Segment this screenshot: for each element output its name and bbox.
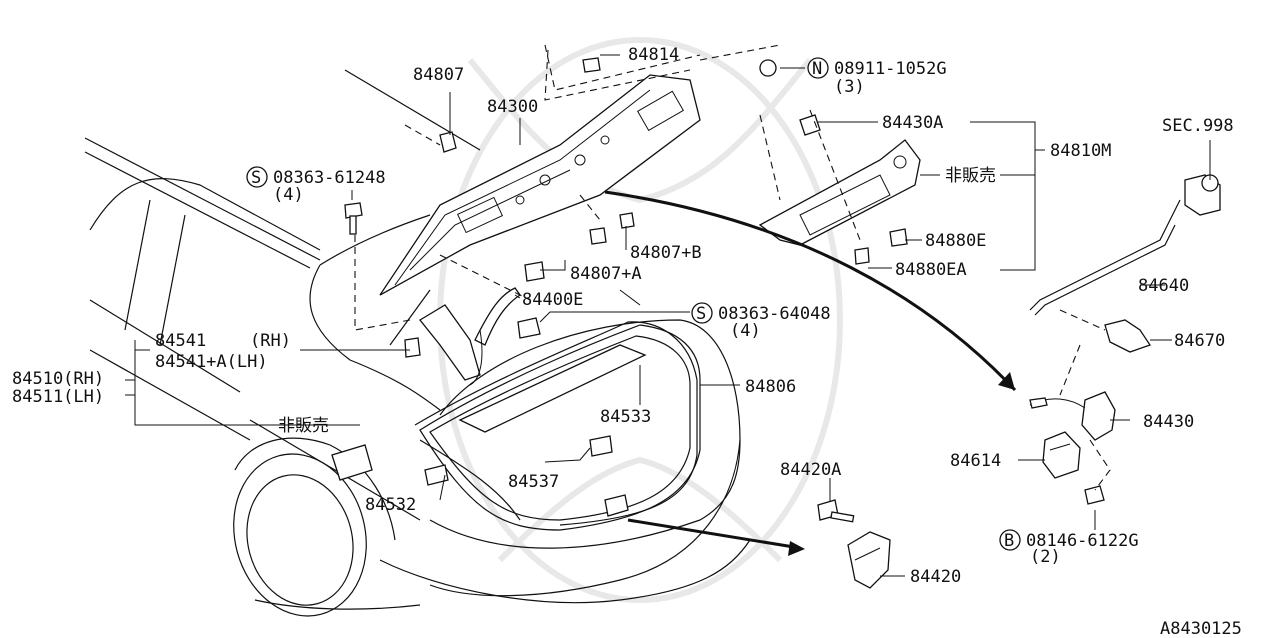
- badge-s-icon: [691, 302, 713, 324]
- badge-s-letter-2: S: [696, 304, 706, 324]
- badge-s-letter-1: S: [251, 168, 261, 188]
- label-08146-6122g: 08146-6122G: [1026, 531, 1139, 551]
- label-08911-qty: (3): [834, 77, 865, 97]
- label-not-for-sale-1: 非販売: [945, 166, 996, 186]
- actuator: [1042, 431, 1081, 479]
- label-84670: 84670: [1174, 331, 1225, 351]
- dashed-guides: [354, 44, 1111, 491]
- label-84511-lh: 84511(LH): [12, 387, 104, 407]
- badge-n-icon: [807, 57, 829, 79]
- badge-n-letter: N: [812, 59, 822, 79]
- label-08363-61248-qty: (4): [273, 185, 304, 205]
- label-08146-qty: (2): [1030, 547, 1061, 567]
- label-not-for-sale-2: 非販売: [278, 416, 329, 436]
- leader-lines: [125, 54, 1211, 577]
- reference-arrows: [604, 190, 1017, 556]
- label-84541-rh: (RH): [250, 331, 291, 351]
- label-84806: 84806: [745, 377, 796, 397]
- label-84430a: 84430A: [882, 113, 943, 133]
- label-08911-1052g: 08911-1052G: [834, 59, 947, 79]
- release-cable: [1029, 174, 1221, 316]
- label-08363-61248: 08363-61248: [273, 168, 386, 188]
- label-84807-b: 84807+B: [630, 243, 702, 263]
- striker: [847, 531, 891, 589]
- label-08363-64048: 08363-64048: [718, 304, 831, 324]
- label-84880ea: 84880EA: [895, 260, 967, 280]
- label-84541a-lh: 84541+A(LH): [155, 352, 268, 372]
- label-84614: 84614: [950, 451, 1001, 471]
- car-body: [84, 137, 751, 617]
- label-84300: 84300: [487, 97, 538, 117]
- label-84814: 84814: [628, 45, 679, 65]
- hinge-assembly: [419, 287, 521, 386]
- trunk-lid: [344, 69, 701, 346]
- label-84880e: 84880E: [925, 231, 986, 251]
- badge-s-icon: [246, 166, 268, 188]
- label-84640: 84640: [1138, 276, 1189, 296]
- diagram-id: A8430125: [1160, 619, 1242, 638]
- fasteners: [344, 57, 1105, 523]
- label-84400e: 84400E: [522, 290, 583, 310]
- badge-b-letter: B: [1004, 531, 1014, 551]
- callout-labels: 84807 84814 84300 N 08911-1052G (3) 8443…: [12, 45, 1242, 638]
- cable-clip: [1104, 319, 1152, 353]
- weatherstrip: [414, 321, 698, 526]
- label-08363-64048-qty: (4): [730, 321, 761, 341]
- label-sec-998: SEC.998: [1162, 116, 1234, 136]
- label-84532: 84532: [365, 495, 416, 515]
- badge-b-icon: [999, 529, 1021, 551]
- rear-garnish: [758, 139, 921, 246]
- label-84420a: 84420A: [780, 460, 841, 480]
- trunk-trim: [458, 344, 647, 433]
- label-84537: 84537: [508, 472, 559, 492]
- label-84420: 84420: [910, 567, 961, 587]
- label-84430: 84430: [1143, 412, 1194, 432]
- label-84810m: 84810M: [1050, 141, 1111, 161]
- latch-assembly: [1029, 391, 1116, 441]
- label-84533: 84533: [600, 407, 651, 427]
- label-84807: 84807: [413, 65, 464, 85]
- label-84541: 84541: [155, 331, 206, 351]
- label-84807-a: 84807+A: [570, 264, 642, 284]
- label-84510-rh: 84510(RH): [12, 369, 104, 389]
